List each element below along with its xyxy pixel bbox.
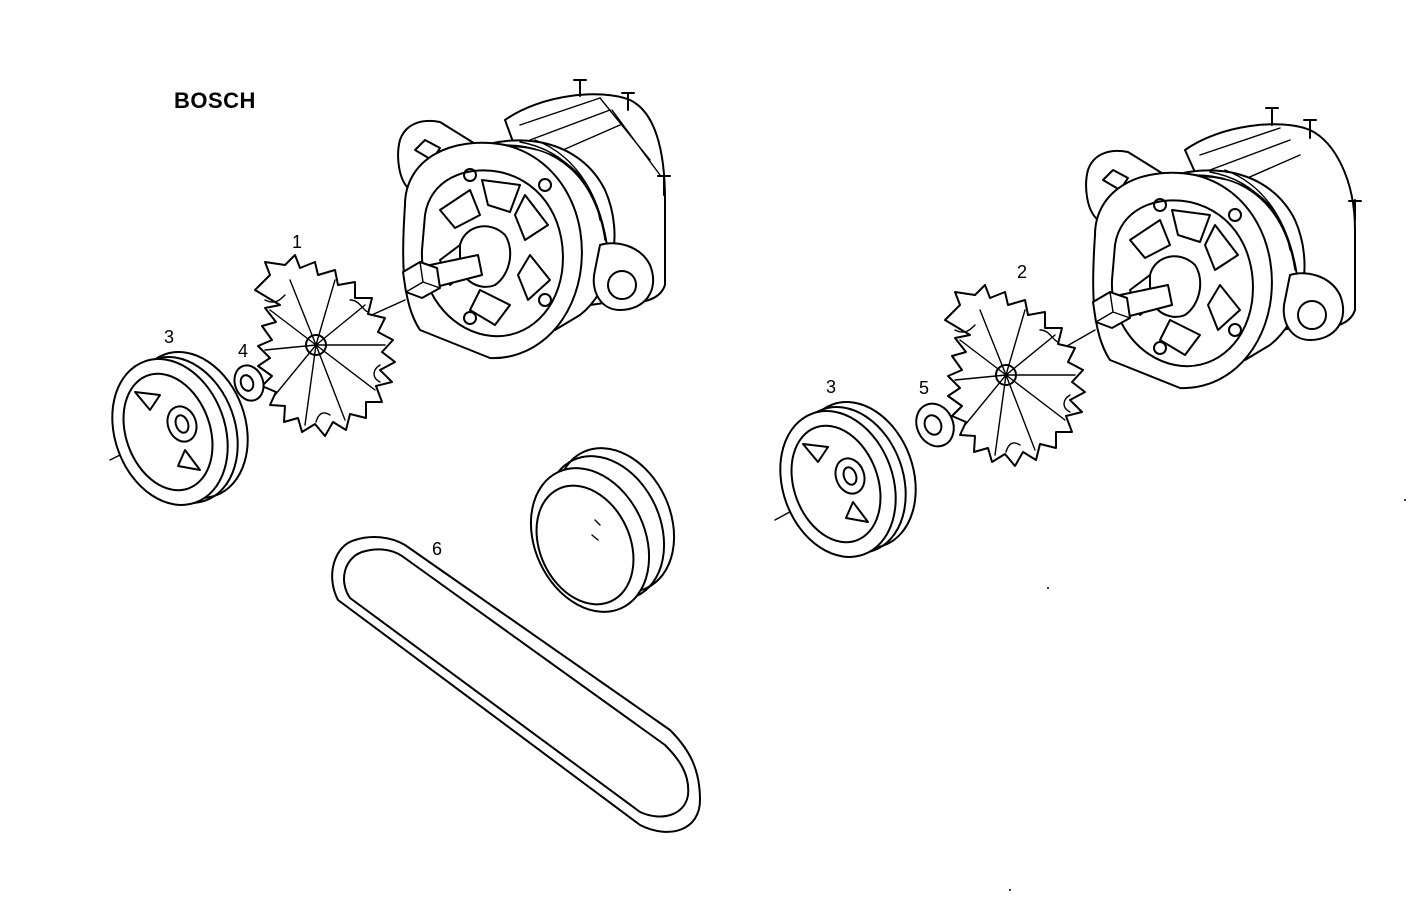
alternator-left-icon [397,79,671,360]
pulley-left-icon [111,351,249,506]
fan-right-icon [944,284,1086,467]
callout-pulley-left: 3 [164,327,175,347]
brand-label: BOSCH [174,88,256,113]
alternator-right-icon [1085,107,1362,390]
callout-fan-right: 2 [1017,262,1028,282]
callout-washer-left: 4 [238,341,249,361]
callout-pulley-right: 3 [826,377,837,397]
v-belt-icon [331,536,701,833]
fan-left-icon [254,254,396,437]
pulley-center-icon [529,447,676,613]
washer-left-icon [233,364,265,402]
pulley-right-icon [779,401,917,558]
washer-right-icon [915,402,955,448]
callout-washer-right: 5 [919,378,930,398]
callout-belt: 6 [432,539,443,559]
callout-fan-left: 1 [292,232,303,252]
